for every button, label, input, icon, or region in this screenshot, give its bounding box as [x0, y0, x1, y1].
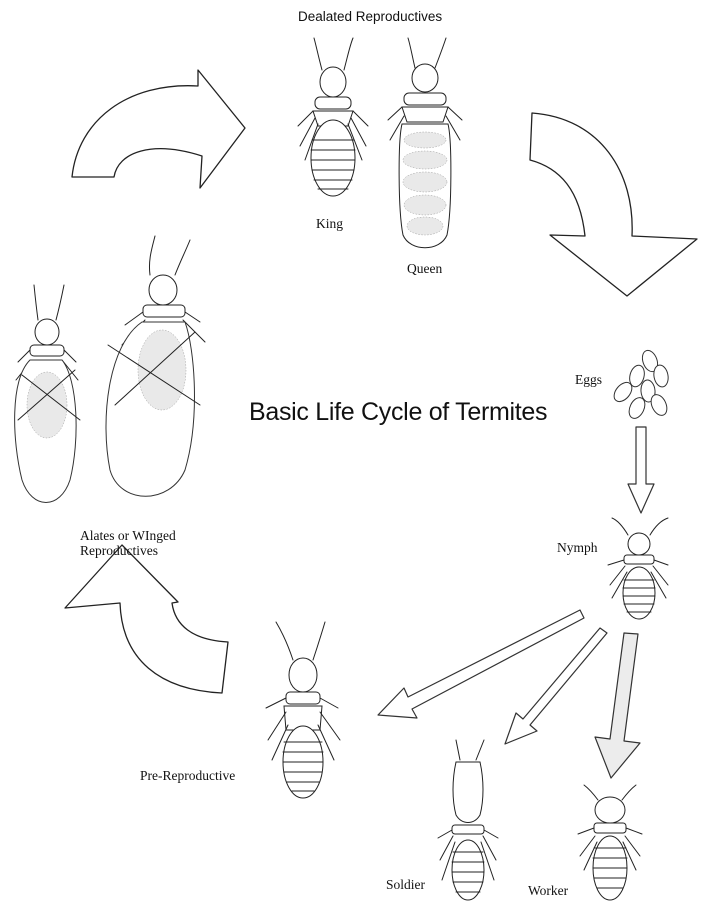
diagram-title: Basic Life Cycle of Termites: [249, 398, 547, 427]
arrow-prereproductive-to-alates: [65, 545, 228, 693]
arrow-eggs-to-nymph: [628, 427, 654, 513]
alates-label-line1: Alates or WInged: [80, 528, 176, 543]
eggs-label: Eggs: [575, 372, 602, 388]
soldier-label: Soldier: [386, 877, 425, 893]
alate-small-illustration: [15, 285, 80, 503]
pre-reproductive-label: Pre-Reproductive: [140, 768, 235, 784]
nymph-label: Nymph: [557, 540, 598, 556]
worker-label: Worker: [528, 883, 568, 899]
queen-termite-illustration: [388, 38, 462, 248]
arrow-nymph-to-worker: [595, 633, 640, 778]
arrow-dealated-to-eggs: [530, 113, 697, 296]
king-termite-illustration: [298, 38, 368, 196]
alates-label-line2: Reproductives: [80, 543, 176, 558]
queen-label: Queen: [407, 261, 442, 277]
eggs-illustration: [611, 348, 670, 421]
soldier-termite-illustration: [438, 740, 498, 900]
alates-label: Alates or WInged Reproductives: [80, 528, 176, 558]
worker-termite-illustration: [578, 785, 642, 900]
arrow-alates-to-dealated: [72, 70, 245, 188]
nymph-termite-illustration: [608, 518, 668, 619]
arrow-nymph-to-prereproductive: [378, 610, 584, 718]
prereproductive-termite-illustration: [266, 622, 340, 798]
king-label: King: [316, 216, 343, 232]
dealated-reproductives-label: Dealated Reproductives: [298, 9, 442, 24]
alate-large-illustration: [106, 236, 205, 496]
